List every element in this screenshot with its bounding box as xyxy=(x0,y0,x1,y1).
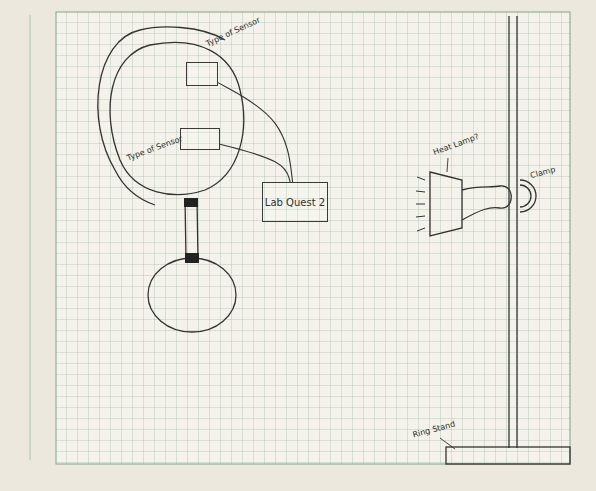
sensor-label: Type of Sensor xyxy=(205,16,262,49)
sensor-wire xyxy=(218,83,293,182)
flask xyxy=(98,27,244,332)
grid-area xyxy=(56,12,570,464)
sensor-box: Type of Sensor xyxy=(186,62,218,86)
clamp xyxy=(520,185,531,207)
grid xyxy=(56,12,570,464)
stand-base xyxy=(446,447,570,464)
margin-line xyxy=(30,15,31,460)
part-label: Heat Lamp? xyxy=(432,132,480,157)
part-label: Ring Stand xyxy=(412,419,457,439)
device-box: Lab Quest 2 xyxy=(262,182,328,222)
neck-band xyxy=(185,253,199,263)
flask-neck xyxy=(185,198,198,260)
flask-body xyxy=(110,42,244,194)
ring-stand xyxy=(416,16,570,464)
sensor-label: Type of Sensor xyxy=(126,135,184,163)
leader-line xyxy=(440,438,455,449)
clamp xyxy=(520,180,536,212)
leader-line xyxy=(447,158,448,172)
device-label: Lab Quest 2 xyxy=(263,183,327,221)
sensor-wire xyxy=(220,144,290,182)
flask-bulb xyxy=(148,258,236,332)
stand-rod xyxy=(508,16,509,448)
heat-rays xyxy=(416,177,425,231)
neck-band xyxy=(184,198,198,207)
part-label: Clamp xyxy=(529,165,556,180)
sensor-box: Type of Sensor xyxy=(180,128,220,150)
lamp-neck xyxy=(462,186,511,220)
stand-rod xyxy=(516,16,517,448)
flask-rim xyxy=(98,30,155,205)
lamp-shade xyxy=(430,172,462,236)
